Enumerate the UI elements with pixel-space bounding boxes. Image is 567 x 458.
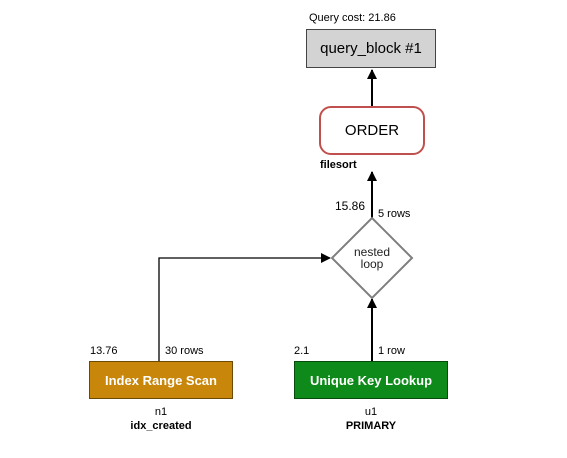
nested-loop-diamond[interactable] <box>330 216 414 300</box>
unique-key-lookup-cost: 2.1 <box>294 345 310 357</box>
unique-key-lookup-node[interactable]: Unique Key Lookup <box>294 361 448 399</box>
nested-loop-rows: 5 rows <box>378 208 411 220</box>
order-label: ORDER <box>344 122 400 139</box>
order-filesort-label: filesort <box>320 159 357 171</box>
unique-key-lookup-table: u1 <box>364 406 378 418</box>
index-range-scan-key: idx_created <box>130 420 192 432</box>
query-cost-label: Query cost: 21.86 <box>309 12 396 24</box>
unique-key-lookup-key: PRIMARY <box>345 420 397 432</box>
index-range-scan-cost: 13.76 <box>90 345 118 357</box>
nested-loop-line2: loop <box>360 257 384 271</box>
order-node[interactable]: ORDER <box>319 106 425 155</box>
index-range-scan-rows: 30 rows <box>165 345 204 357</box>
nested-loop-label: nested loop <box>332 243 412 273</box>
index-range-scan-node[interactable]: Index Range Scan <box>89 361 233 399</box>
query-block-node[interactable]: query_block #1 <box>306 29 436 68</box>
index-range-scan-table: n1 <box>154 406 168 418</box>
query-block-label: query_block #1 <box>320 40 422 57</box>
nested-loop-line1: nested <box>353 245 391 259</box>
nested-loop-cost: 15.86 <box>335 199 366 213</box>
edge-scan-to-loop <box>158 253 331 361</box>
unique-key-lookup-rows: 1 row <box>378 345 405 357</box>
unique-key-lookup-label: Unique Key Lookup <box>309 372 433 388</box>
index-range-scan-label: Index Range Scan <box>105 372 217 388</box>
